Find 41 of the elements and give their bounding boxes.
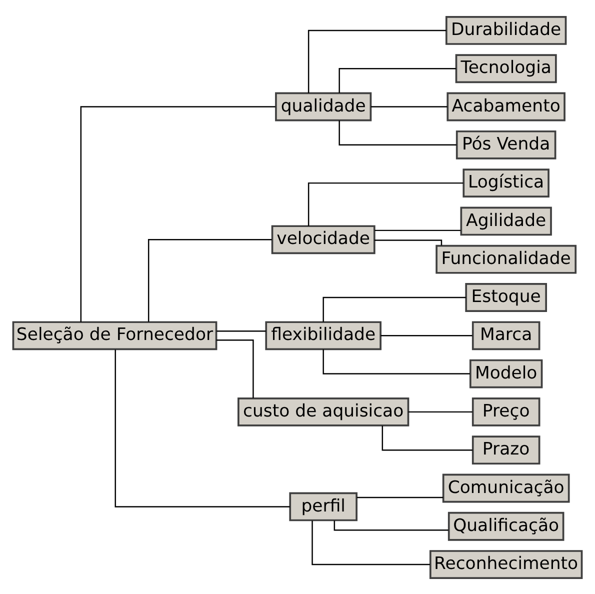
node-box: Comunicação (442, 473, 570, 502)
node-box: velocidade (271, 224, 376, 254)
node-box: Marca (472, 320, 540, 350)
connector (370, 106, 448, 107)
connector (374, 229, 461, 231)
connector (114, 349, 290, 507)
connector (334, 520, 448, 530)
node-box: Qualificação (448, 511, 564, 540)
node-box: custo de aquisicao (238, 396, 410, 426)
connector (216, 339, 254, 398)
connector (356, 496, 444, 498)
connector (322, 348, 470, 374)
node-box: Tecnologia (455, 54, 557, 83)
node-box: flexibilidade (265, 320, 382, 350)
connector (322, 296, 466, 322)
connector (308, 182, 464, 226)
node-box: Reconhecimento (429, 550, 583, 578)
connector (408, 410, 472, 412)
connector (80, 106, 276, 322)
connector (338, 68, 456, 92)
connector (148, 238, 272, 322)
node-box: Logística (462, 168, 550, 198)
connector (374, 239, 442, 245)
connector (308, 29, 446, 93)
node-box: Preço (472, 396, 540, 426)
node-box: Prazo (472, 435, 540, 464)
connector (382, 425, 473, 450)
connector (312, 520, 430, 565)
node-box: Agilidade (460, 206, 552, 236)
node-box: Estoque (465, 282, 547, 312)
connector (216, 330, 266, 332)
node-box: Durabilidade (445, 16, 567, 44)
connector (380, 334, 472, 336)
node-box: Seleção de Fornecedor (12, 320, 218, 350)
node-box: Funcionalidade (436, 244, 577, 274)
node-box: Acabamento (446, 92, 566, 121)
node-box: perfil (289, 492, 358, 521)
connector (338, 120, 456, 146)
node-box: Pós Venda (456, 130, 556, 159)
node-box: Modelo (469, 358, 543, 388)
node-box: qualidade (275, 92, 372, 121)
